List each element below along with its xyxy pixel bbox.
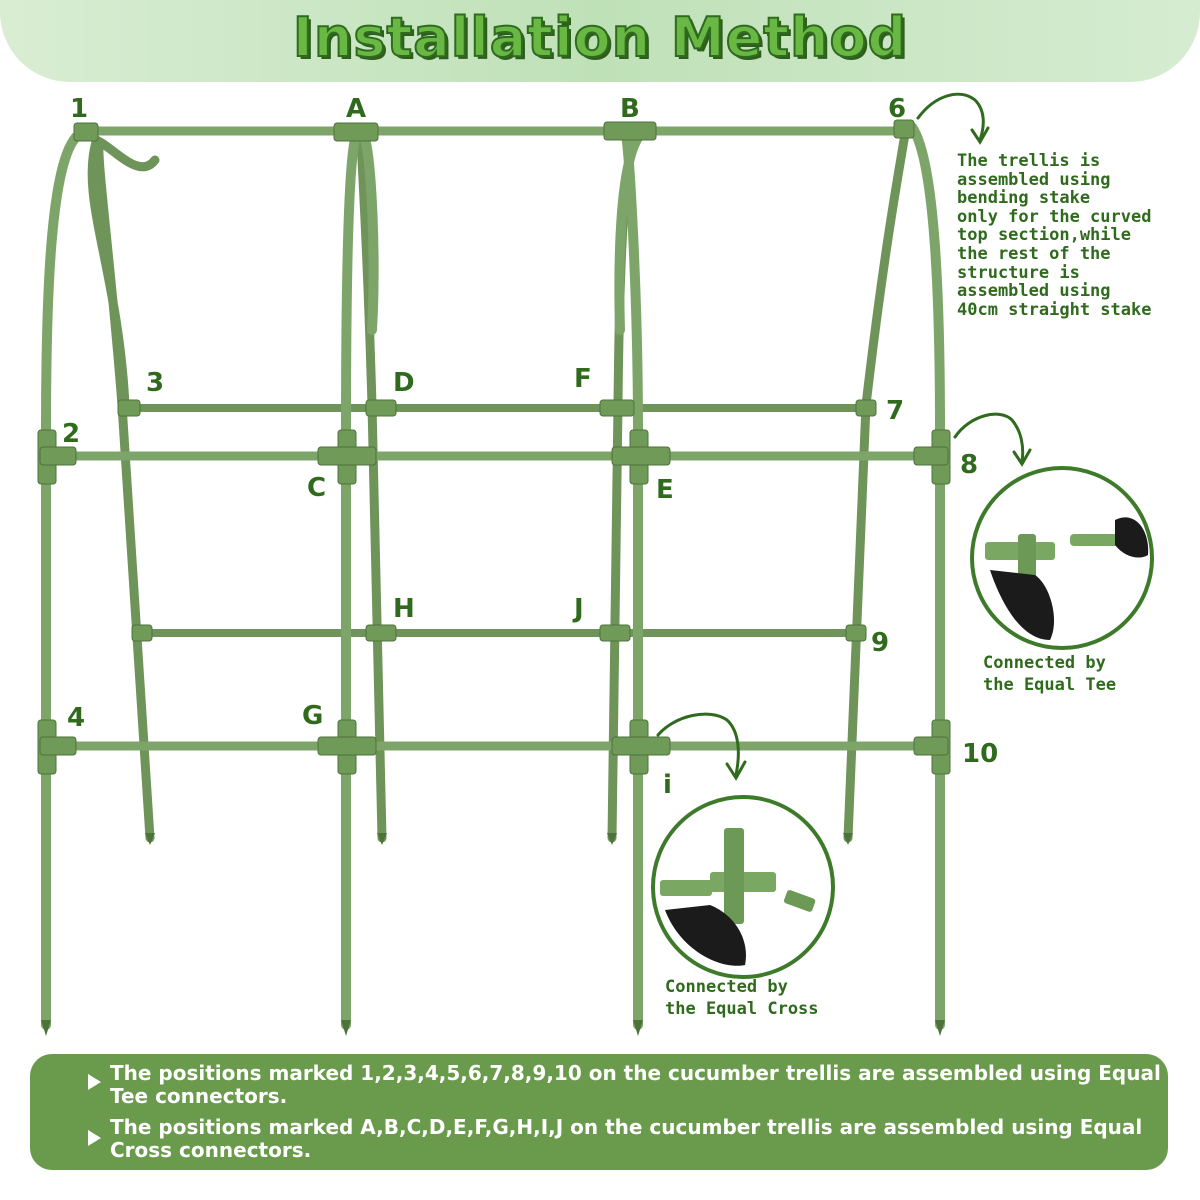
label-G: G — [302, 701, 324, 731]
connectors — [37, 119, 951, 775]
label-E: E — [656, 475, 674, 505]
tee-inset — [970, 466, 1154, 650]
label-B: B — [620, 94, 640, 124]
cross-caption: Connected by the Equal Cross — [665, 977, 819, 1019]
stake-note: The trellis is assembled using bending s… — [957, 151, 1152, 320]
label-i: i — [663, 770, 672, 800]
label-10: 10 — [962, 739, 999, 769]
footer-panel: The positions marked 1,2,3,4,5,6,7,8,9,1… — [30, 1054, 1168, 1170]
label-C: C — [307, 473, 327, 503]
arrow-note — [916, 92, 985, 142]
arrow-cross — [656, 712, 740, 777]
label-8: 8 — [960, 450, 979, 480]
footer-line-1: The positions marked 1,2,3,4,5,6,7,8,9,1… — [110, 1061, 1161, 1108]
cross-inset — [651, 795, 835, 979]
bullet-icon — [88, 1074, 101, 1090]
label-J: J — [574, 594, 584, 624]
label-A: A — [346, 94, 367, 124]
label-2: 2 — [62, 419, 81, 449]
label-9: 9 — [871, 628, 890, 658]
bullet-icon — [88, 1130, 101, 1146]
arrow-tee — [953, 412, 1025, 464]
label-3: 3 — [146, 368, 165, 398]
label-F: F — [574, 364, 592, 394]
label-4: 4 — [67, 703, 86, 733]
page-title: Installation Method — [292, 5, 908, 70]
footer-line-2: The positions marked A,B,C,D,E,F,G,H,I,J… — [110, 1115, 1143, 1162]
back-frame — [87, 129, 910, 843]
tee-caption: Connected by the Equal Tee — [983, 653, 1117, 695]
label-1: 1 — [70, 94, 89, 124]
header-banner — [0, 0, 1200, 82]
label-D: D — [393, 368, 415, 398]
label-6: 6 — [888, 94, 907, 124]
label-H: H — [393, 594, 415, 624]
label-7: 7 — [886, 396, 905, 426]
arrows — [656, 92, 1032, 781]
stake-tips — [41, 833, 945, 1036]
